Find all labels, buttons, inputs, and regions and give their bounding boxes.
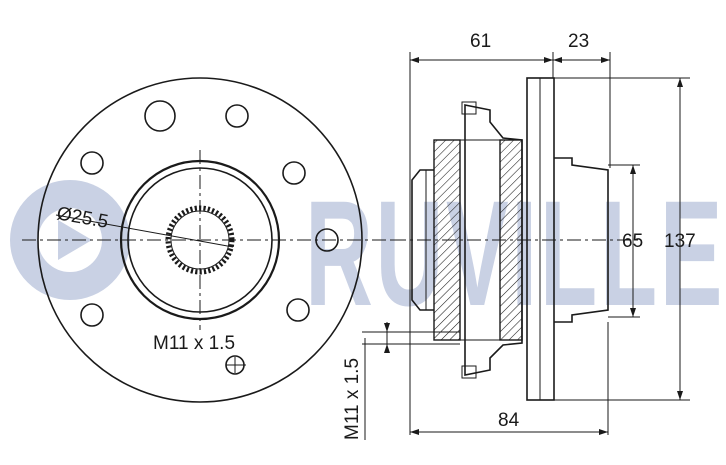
flange-outline (37, 77, 363, 403)
arrowhead (630, 308, 636, 317)
hub-outer-ring (119, 159, 281, 321)
housing-lip (461, 101, 477, 115)
pilot-diameter-label: 65 (622, 231, 643, 252)
width-flange-label: 61 (470, 31, 491, 52)
bearing-section-left (433, 139, 461, 341)
housing-lip (461, 365, 477, 379)
arrowhead (677, 78, 683, 87)
dimensions: 61 23 65 137 84 M11 x 1.5 (342, 31, 696, 440)
bearing-inner (459, 139, 501, 341)
arrowhead (384, 344, 390, 353)
arrowhead (599, 429, 608, 435)
diameter-leader (55, 214, 234, 248)
arrowhead (544, 57, 553, 63)
mounting-hole (80, 151, 104, 175)
side-thread-label: M11 x 1.5 (342, 358, 363, 440)
pilot-boss (554, 157, 609, 323)
mounting-hole (282, 161, 306, 185)
flange-diameter-label: 137 (664, 231, 696, 252)
spline-bore (165, 205, 235, 275)
arrowhead (677, 391, 683, 400)
arrowhead (553, 57, 562, 63)
hub-inner-ring (127, 167, 273, 313)
front-view: Ø25.5 M11 x 1.5 (22, 77, 405, 403)
bearing-housing (464, 104, 523, 376)
hub-step (411, 169, 434, 311)
brand-watermark: RUVILLE (10, 169, 721, 337)
width-pilot-label: 23 (568, 31, 589, 52)
dimension-arrows (384, 57, 683, 435)
arrowhead (630, 165, 636, 174)
arrowhead (410, 429, 419, 435)
side-view (392, 77, 640, 401)
bolt-hole (315, 228, 339, 252)
arrowhead (601, 57, 610, 63)
mounting-hole (286, 298, 310, 322)
bolt-hole (144, 100, 176, 132)
mounting-hole (225, 104, 249, 128)
mounting-hole (80, 303, 104, 327)
bearing-section-right (499, 139, 523, 341)
front-thread-label: M11 x 1.5 (153, 333, 235, 354)
arrowhead (384, 323, 390, 332)
arrowhead (410, 57, 419, 63)
spline-root (170, 210, 230, 270)
overall-width-label: 84 (498, 410, 520, 431)
